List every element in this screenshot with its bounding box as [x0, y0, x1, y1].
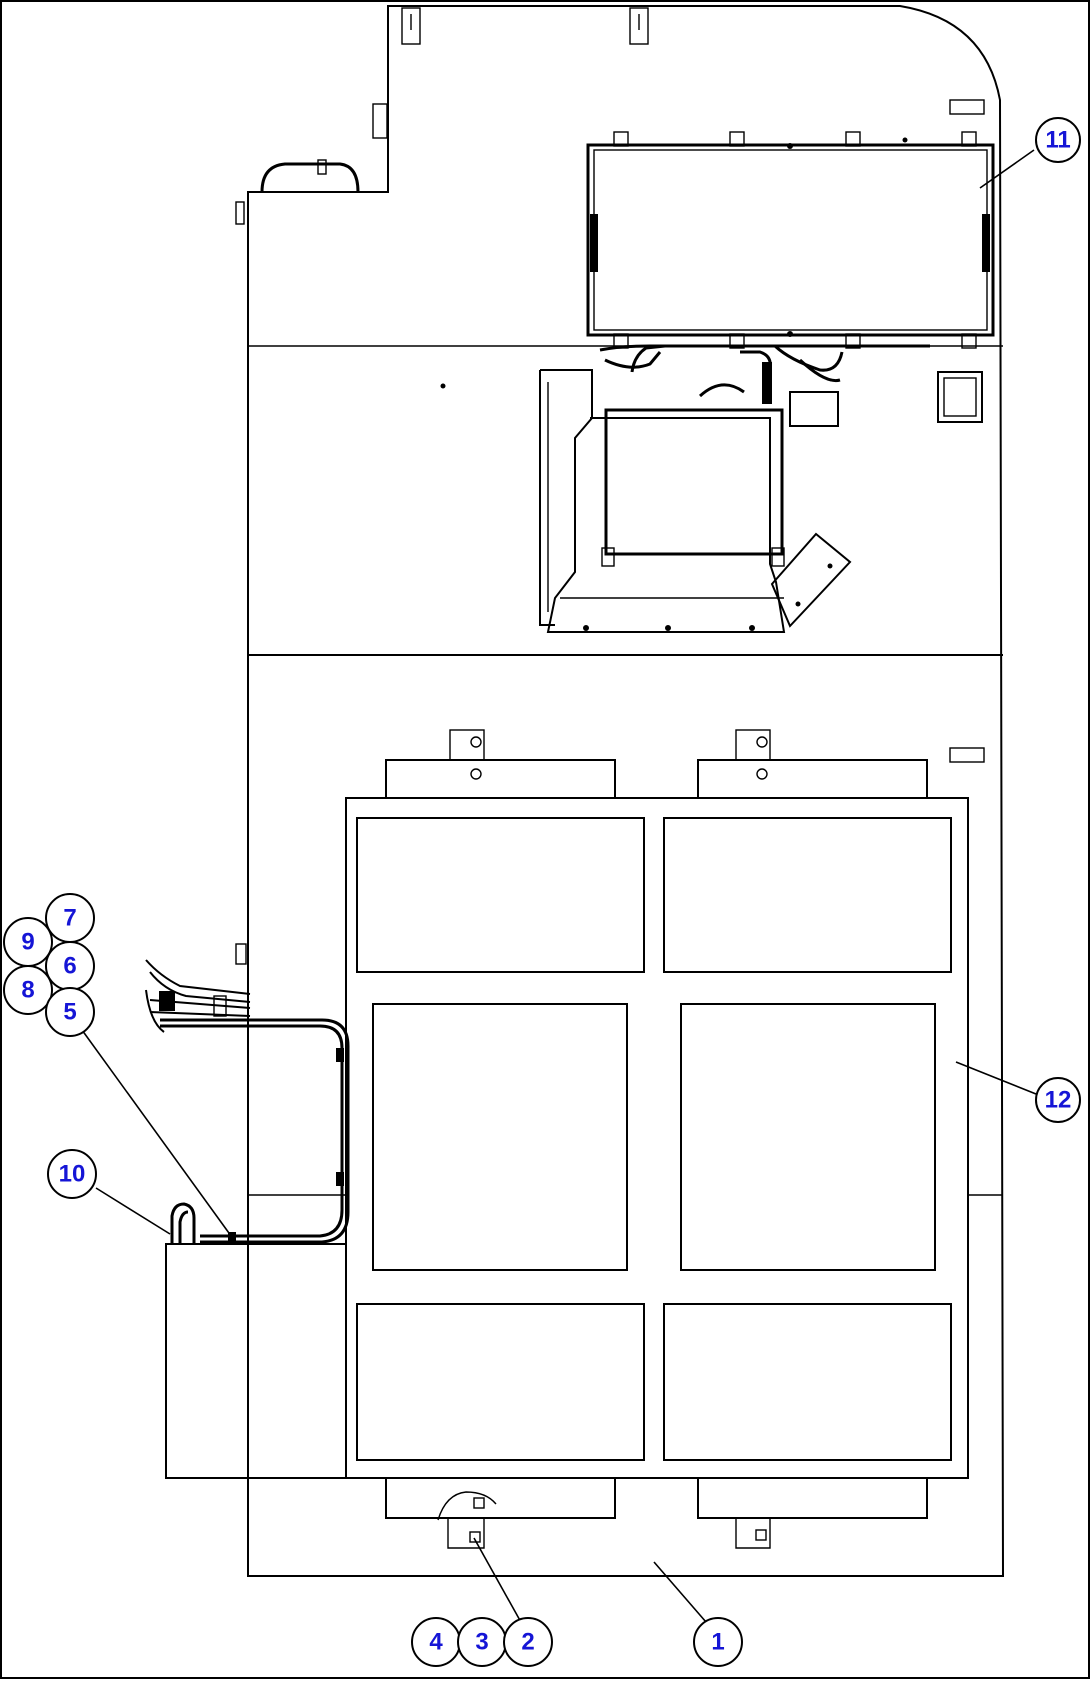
harness-connector [762, 362, 772, 404]
upper-cable-loop [260, 162, 360, 193]
callout-label: 11 [1045, 127, 1070, 154]
callout-label: 1 [711, 1629, 724, 1656]
cover-plate [937, 371, 983, 423]
small-bracket-right [949, 747, 985, 763]
callout-label: 10 [59, 1161, 86, 1188]
callout-label: 9 [21, 929, 34, 956]
callout-6: 6 [45, 941, 95, 991]
top-brackets [235, 7, 985, 965]
callout-5: 5 [45, 987, 95, 1037]
callout-11: 11 [1035, 117, 1081, 163]
callout-label: 5 [63, 999, 76, 1026]
conduit-run [160, 1018, 350, 1244]
leader-lines [81, 149, 1037, 1625]
callout-9: 9 [3, 917, 53, 967]
callout-2: 2 [503, 1617, 553, 1667]
wiring-harness-upper [599, 344, 930, 403]
callout-label: 6 [63, 953, 76, 980]
junction-box [789, 391, 839, 427]
enclosure-10 [165, 1202, 347, 1479]
callout-label: 12 [1045, 1087, 1072, 1114]
main-panel-outline [247, 5, 1005, 1577]
callout-label: 8 [21, 977, 34, 1004]
cable-bundle [145, 959, 251, 1033]
callout-10: 10 [47, 1149, 97, 1199]
grid-assembly-12 [345, 729, 969, 1549]
callout-1: 1 [693, 1617, 743, 1667]
callout-label: 4 [429, 1629, 443, 1656]
callout-label: 2 [521, 1629, 534, 1656]
callout-label: 3 [475, 1629, 488, 1656]
callout-12: 12 [1035, 1077, 1081, 1123]
callout-3: 3 [457, 1617, 507, 1667]
callout-8: 8 [3, 965, 53, 1015]
cover-plate-inner [943, 377, 977, 417]
panel-fastener [440, 383, 446, 389]
transformer-unit [539, 369, 852, 633]
callout-label: 7 [63, 905, 76, 932]
control-box-11 [586, 131, 995, 349]
callout-7: 7 [45, 893, 95, 943]
cable-clip [317, 159, 327, 175]
callout-4: 4 [411, 1617, 461, 1667]
